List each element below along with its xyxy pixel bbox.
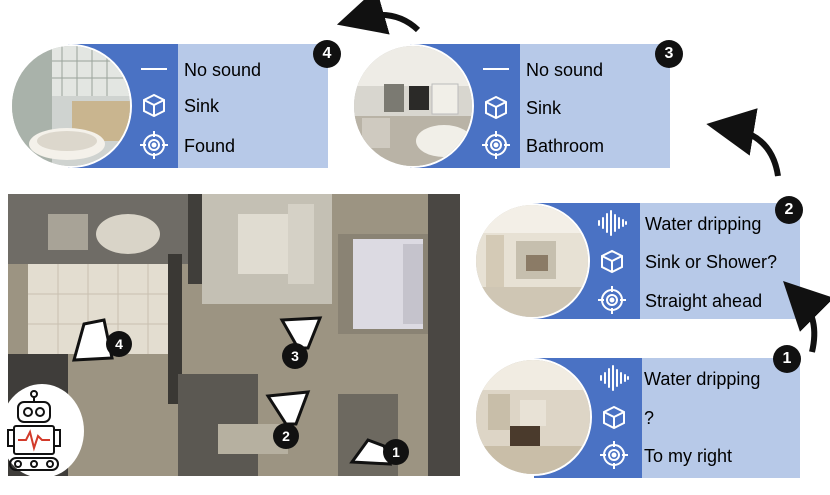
view-cone-3: 3: [279, 316, 323, 369]
arrow-1-to-2: [783, 281, 830, 353]
card-panel: [520, 44, 670, 168]
cube-icon: [594, 246, 630, 276]
robot-icon: [0, 384, 84, 478]
view-cone-2: 2: [265, 390, 311, 449]
card-panel: [640, 203, 800, 319]
target-icon: [478, 130, 514, 160]
step-badge-1: 1: [773, 345, 801, 373]
object-label: Sink: [184, 96, 220, 116]
marker-label: 3: [291, 348, 299, 364]
step-card-2: Water dripping Sink or Shower? Straight …: [472, 203, 800, 319]
target-row: [136, 130, 172, 160]
target-icon: [594, 285, 630, 315]
dash-icon: [478, 54, 514, 84]
target-label: Bathroom: [526, 136, 605, 156]
sound-label: Water dripping: [644, 369, 761, 389]
object-label: Sink or Shower?: [645, 252, 778, 272]
step-badge-2: 2: [775, 196, 803, 224]
object-row: [594, 246, 630, 276]
object-row: [596, 402, 632, 432]
card-panel: [178, 44, 328, 168]
view-cone-4: 4: [71, 318, 132, 362]
target-icon: [136, 130, 172, 160]
marker-label: 4: [115, 336, 123, 352]
dash-icon: [136, 54, 172, 84]
target-label: Found: [184, 136, 236, 156]
step-card-1: Water dripping ? To my right: [474, 358, 800, 478]
sound-row: [596, 363, 632, 393]
marker-label: 2: [282, 428, 290, 444]
sound-row: [478, 54, 514, 84]
sound-row: [136, 54, 172, 84]
object-row: [478, 92, 514, 122]
target-row: [594, 285, 630, 315]
step-card-3: No sound Sink Bathroom: [350, 44, 670, 168]
target-row: [478, 130, 514, 160]
audio-wave-icon: [596, 363, 632, 393]
view-thumbnail-bedroom: [474, 203, 590, 319]
step-badge-4: 4: [313, 40, 341, 68]
step-badge-3: 3: [655, 40, 683, 68]
marker-label: 1: [392, 444, 400, 460]
object-label: Sink: [526, 98, 562, 118]
target-row: [596, 440, 632, 470]
target-label: To my right: [644, 446, 733, 466]
card-panel: [642, 358, 800, 478]
arrow-2-to-3: [706, 108, 781, 177]
view-thumbnail-hallway: [352, 44, 474, 168]
view-cone-1: 1: [349, 438, 409, 466]
sound-row: [594, 208, 630, 238]
sound-label: No sound: [526, 60, 604, 80]
arrow-3-to-4: [336, 0, 421, 35]
sound-label: Water dripping: [645, 214, 762, 234]
cube-icon: [478, 92, 514, 122]
object-row: [136, 90, 172, 120]
sound-label: No sound: [184, 60, 262, 80]
audio-wave-icon: [594, 208, 630, 238]
step-card-4: No sound Sink Found: [8, 44, 328, 168]
floor-plan-map: 4 3 2 1: [8, 194, 460, 476]
target-label: Straight ahead: [645, 291, 763, 311]
object-label: ?: [644, 408, 655, 428]
target-icon: [596, 440, 632, 470]
cube-icon: [596, 402, 632, 432]
cube-icon: [136, 90, 172, 120]
